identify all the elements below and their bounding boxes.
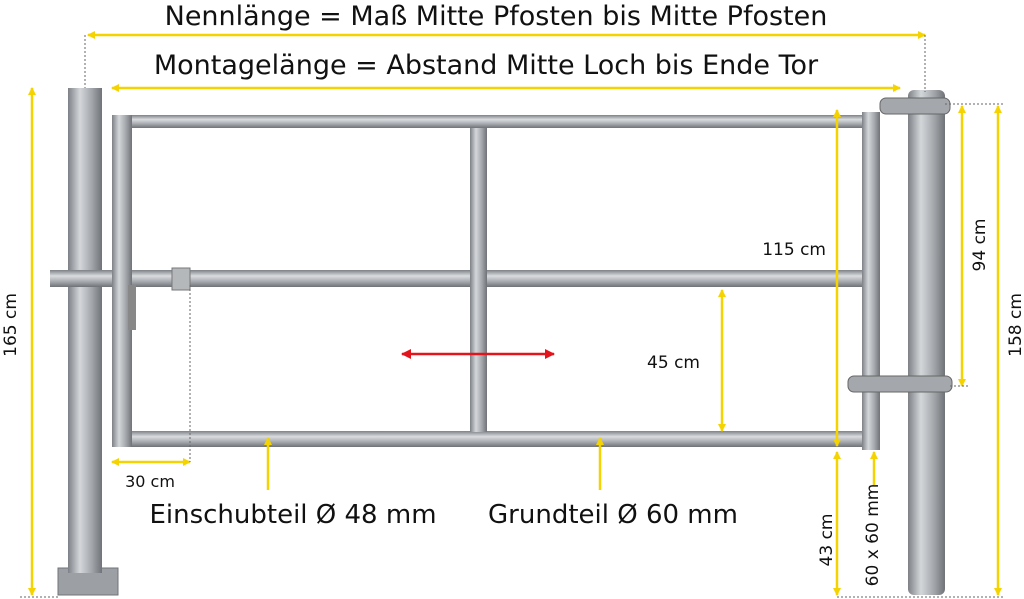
extension-lines [20,35,1005,598]
base-part-label: Grundteil Ø 60 mm [488,500,738,530]
clamp [171,267,191,291]
right-frame-bar [862,112,880,450]
insert-part-label: Einschubteil Ø 48 mm [149,500,436,530]
left-post [68,88,102,573]
nominal-length-label: Nennlänge = Maß Mitte Pfosten bis Mitte … [165,1,828,32]
left-frame-bar [112,115,132,447]
mounting-length-label: Montagelänge = Abstand Mitte Loch bis En… [154,50,819,81]
height-right-label: 158 cm [1006,293,1024,357]
bottom-rail [112,431,864,447]
ground-clearance-label: 43 cm [817,514,837,567]
rail-spacing-label: 45 cm [647,353,700,373]
overlap-label: 30 cm [125,472,175,491]
right-post [908,90,945,595]
middle-rail [50,270,864,287]
hinge-distance-label: 94 cm [970,219,990,272]
lower-hinge [847,375,953,393]
height-left-label: 165 cm [1,293,21,357]
profile-label: 60 x 60 mm [863,484,883,587]
latch [128,285,136,330]
upper-hinge [879,97,951,115]
center-strut [470,128,487,432]
gate-height-label: 115 cm [762,240,826,260]
top-rail [112,115,864,128]
